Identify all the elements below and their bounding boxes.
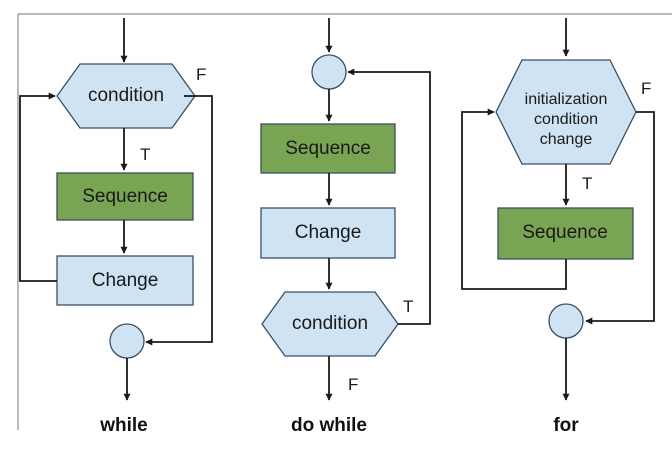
do-while-change-label: Change xyxy=(295,222,362,243)
for-false-label: F xyxy=(641,79,651,98)
do-while-title: do while xyxy=(291,415,367,436)
while-change-label: Change xyxy=(92,270,159,291)
for-title: for xyxy=(553,415,579,436)
for-sequence-box xyxy=(497,207,634,260)
for-false-exit-arrow xyxy=(585,111,655,325)
while-sequence-label: Sequence xyxy=(82,186,168,207)
for-merge-connector xyxy=(548,303,584,339)
while-condition-label: condition xyxy=(88,85,164,106)
while-loop-back-arrow xyxy=(19,92,57,282)
do-while-sequence-box xyxy=(260,123,396,174)
for-sequence-label: Sequence xyxy=(522,222,608,243)
while-flowchart: condition F T Sequence Change while xyxy=(19,18,213,436)
for-header-line-condition: condition xyxy=(534,111,598,128)
for-loop-back-arrow xyxy=(461,108,567,290)
do-while-change-box xyxy=(260,207,396,259)
while-merge-connector xyxy=(109,323,145,359)
while-false-exit-arrow xyxy=(145,95,213,346)
while-sequence-box xyxy=(56,172,194,221)
for-flowchart: initialization condition change F T Sequ… xyxy=(461,18,655,436)
for-header-line-initialization: initialization xyxy=(525,91,608,108)
for-true-label: T xyxy=(582,174,592,193)
for-header-line-change: change xyxy=(540,131,593,148)
while-true-label: T xyxy=(140,145,150,164)
do-while-flowchart: Sequence Change condition T F do while xyxy=(260,18,431,436)
while-false-label: F xyxy=(196,65,206,84)
do-while-merge-connector xyxy=(311,54,347,90)
while-title: while xyxy=(99,415,148,436)
do-while-true-label: T xyxy=(403,297,413,316)
do-while-false-label: F xyxy=(348,375,358,394)
do-while-true-loop-arrow xyxy=(347,68,431,325)
while-change-box xyxy=(56,255,194,306)
do-while-condition-label: condition xyxy=(292,313,368,334)
do-while-sequence-label: Sequence xyxy=(285,138,371,159)
